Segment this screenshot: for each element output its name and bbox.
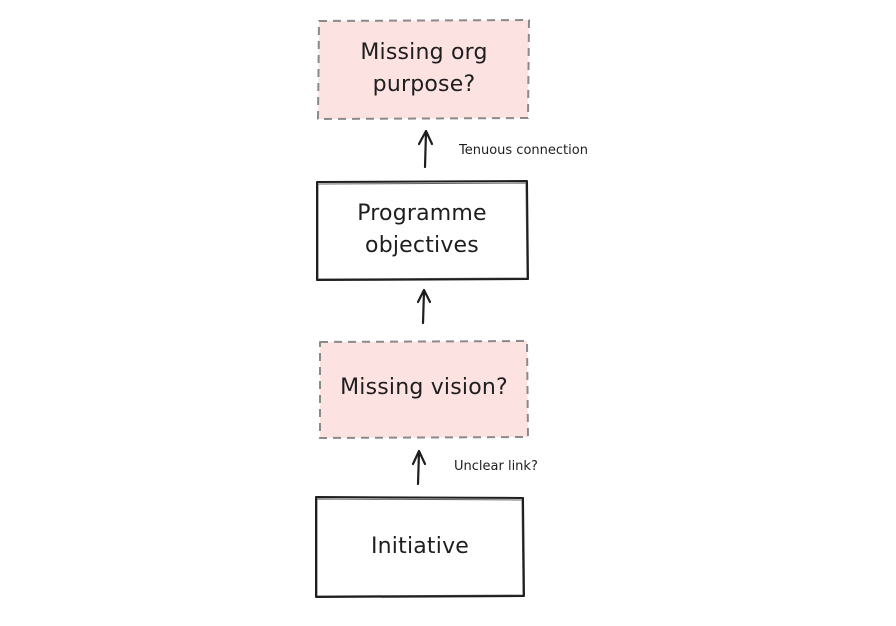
programme-objectives-label-line1: Programme <box>357 201 487 226</box>
initiative-label: Initiative <box>370 534 470 559</box>
programme-objectives-label-line2: objectives <box>365 233 479 258</box>
vision-label: Missing vision? <box>340 375 508 400</box>
org-purpose-label-line2: purpose? <box>372 72 476 97</box>
org-purpose-label: Missing org purpose? <box>320 34 528 104</box>
org-purpose-label-line1: Missing org <box>360 40 488 65</box>
edge-label-unclear-link: Unclear link? <box>454 459 538 474</box>
edge-label-tenuous-connection: Tenuous connection <box>459 143 588 158</box>
programme-objectives-label: Programme objectives <box>318 195 526 265</box>
